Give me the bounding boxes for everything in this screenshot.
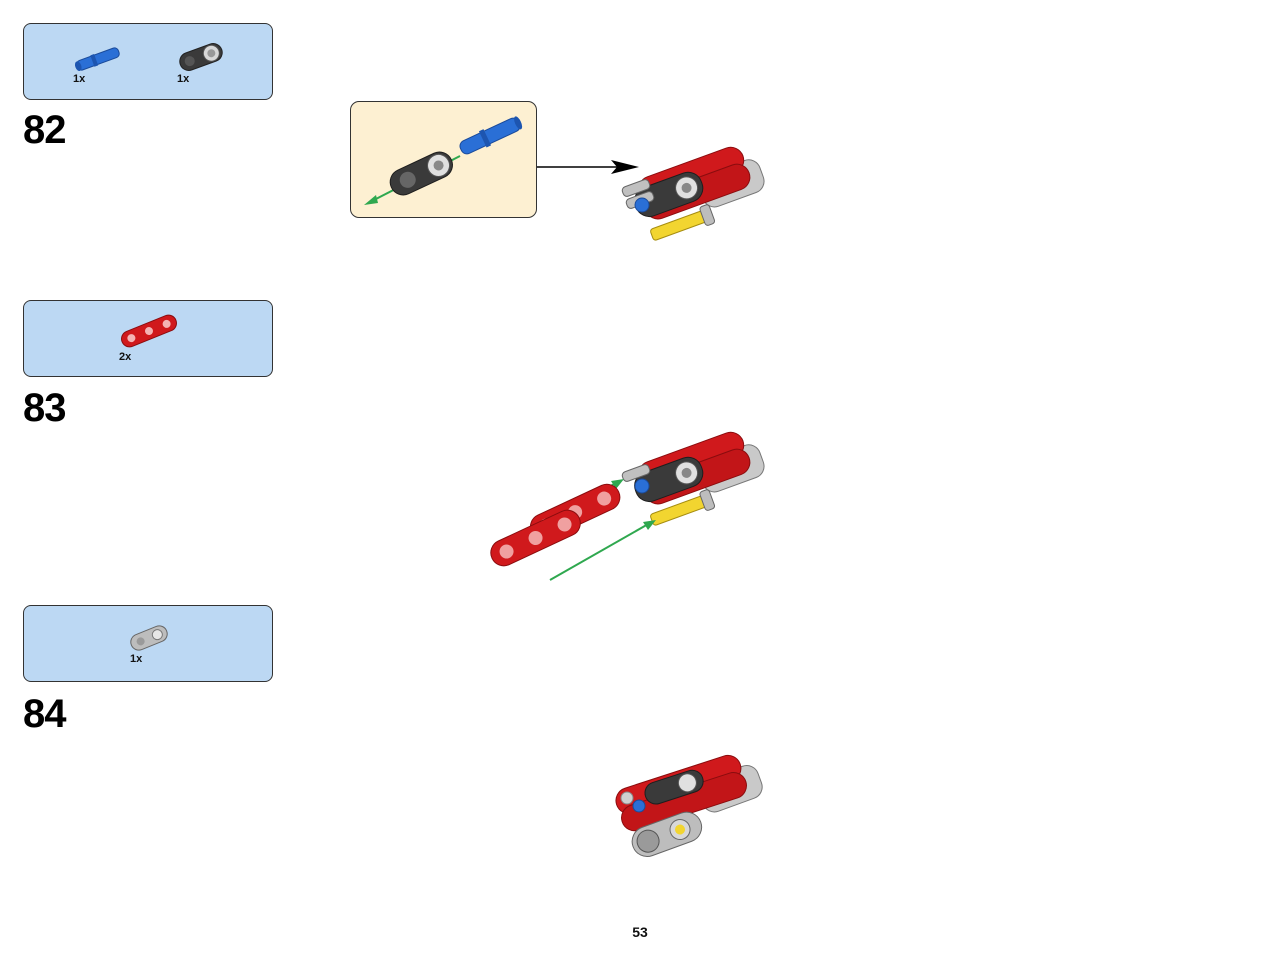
callout-assembly-illustration xyxy=(364,116,523,205)
red-beam-icon xyxy=(121,314,177,348)
model-step-83 xyxy=(490,431,765,581)
callout-pointer-arrow xyxy=(537,160,639,174)
gray-connector-icon xyxy=(130,625,168,651)
part-qty-blue-pin: 1x xyxy=(73,73,86,85)
black-connector-icon xyxy=(179,43,223,71)
part-qty-red-beam: 2x xyxy=(119,351,132,363)
step-number-83: 83 xyxy=(23,386,66,430)
model-step-84 xyxy=(615,754,763,857)
parts-list-step-82 xyxy=(23,23,273,100)
step-number-82: 82 xyxy=(23,108,66,152)
part-qty-black-connector: 1x xyxy=(177,73,190,85)
page-number: 53 xyxy=(632,924,648,940)
step-number-84: 84 xyxy=(23,692,66,736)
part-qty-gray-connector: 1x xyxy=(130,653,143,665)
blue-pin-icon xyxy=(74,47,120,71)
model-step-82 xyxy=(621,146,765,241)
